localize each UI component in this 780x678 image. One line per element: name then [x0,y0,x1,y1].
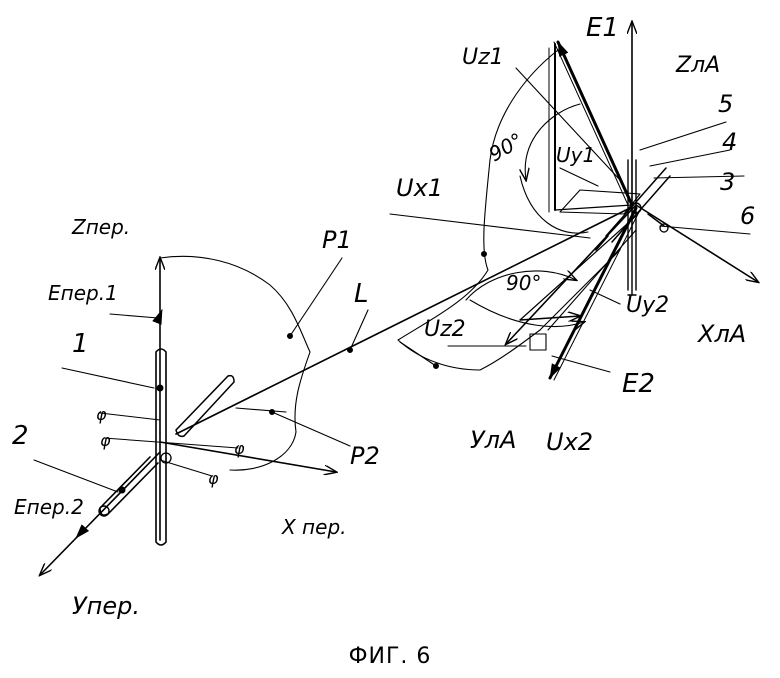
svg-text:φ: φ [208,469,219,488]
svg-text:φ: φ [234,439,245,458]
svg-text:φ: φ [100,431,111,450]
label-2: 2 [12,421,29,451]
rod-1 [156,349,166,545]
x-per-axis [160,442,336,472]
label-e-per1: Eпер.1 [48,281,118,305]
svg-text:φ: φ [96,405,107,424]
label-3: 3 [720,168,735,196]
label-e1: E1 [586,13,619,43]
label-uy2: Uy2 [626,293,669,318]
e1-vector [558,42,632,205]
inclined-rod [176,376,234,437]
label-p2: P2 [350,442,380,470]
label-90-top: 90° [485,128,528,167]
label-x-la: XлА [696,320,746,348]
label-uz1: Uz1 [462,45,504,70]
label-1: 1 [72,329,89,359]
label-e-per2: Eпер.2 [14,495,84,519]
e2-vector [550,208,636,378]
label-l: L [354,279,369,309]
label-ux2: Ux2 [546,428,593,456]
label-y-la: УлА [470,426,516,454]
label-uz2: Uz2 [424,317,466,342]
label-p1: P1 [322,226,352,254]
rod-2 [100,457,158,515]
label-5: 5 [718,90,733,118]
label-z-la: ZлА [675,53,720,78]
label-e2: E2 [622,369,655,399]
label-90-mid: 90° [506,271,541,295]
label-z-per: Zпер. [71,215,130,239]
line-L [176,208,630,434]
label-uy1: Uy1 [556,143,595,167]
label-y-per: Упер. [72,592,140,620]
figure-caption: ФИГ. 6 [0,644,780,669]
label-x-per: X пер. [281,515,347,539]
label-ux1: Ux1 [396,174,443,202]
label-4: 4 [722,128,737,156]
label-6: 6 [740,202,755,230]
